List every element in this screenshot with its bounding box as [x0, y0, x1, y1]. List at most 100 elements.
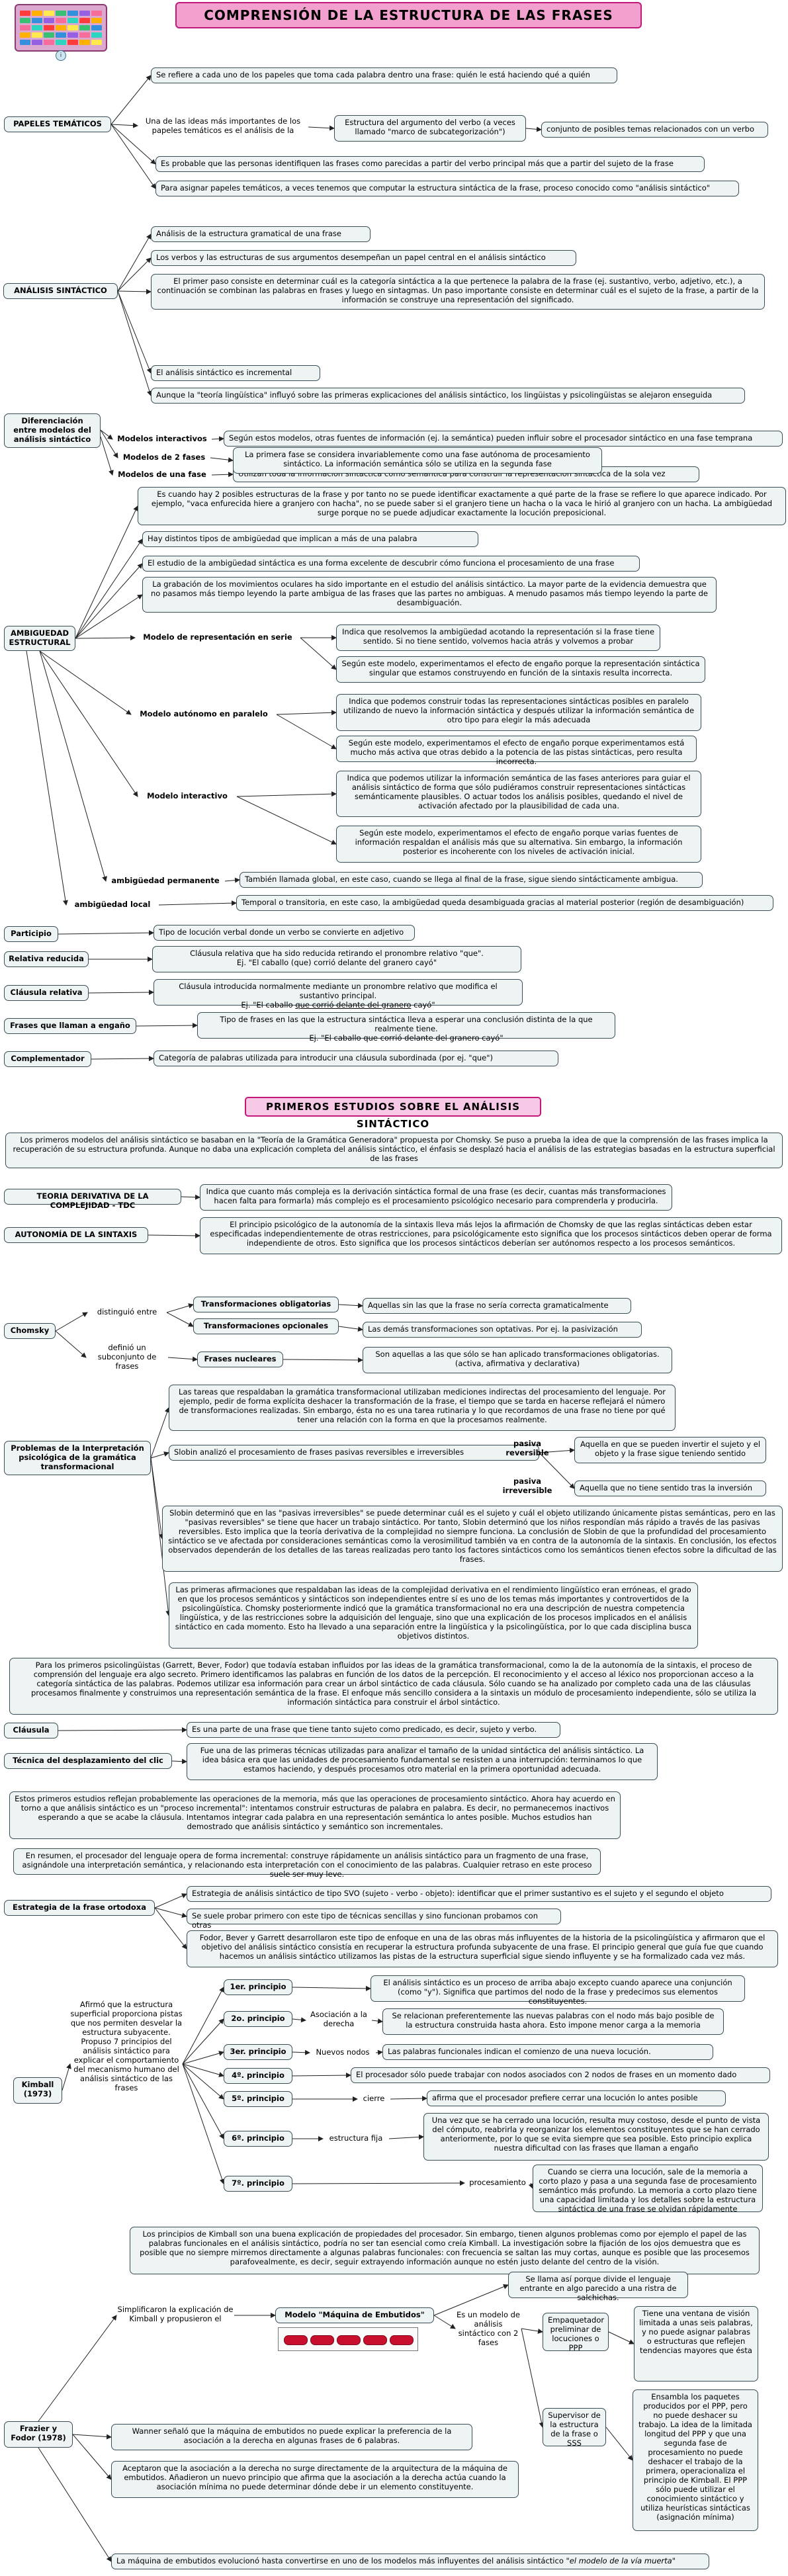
kimball-resumen[interactable]: Los principios de Kimball son una buena … [130, 2227, 760, 2274]
ortodoxa-tecnicas-sencillas[interactable]: Se suele probar primero con este tipo de… [187, 1909, 561, 1924]
kimball-principio-2[interactable]: 2o. principio [224, 2011, 292, 2027]
kimball-principio-3[interactable]: 3er. principio [224, 2044, 292, 2060]
estos-primeros-estudios[interactable]: Estos primeros estudios reflejan probabl… [9, 1791, 621, 1839]
analisis-teoria-linguistica[interactable]: Aunque la "teoría lingüística" influyó s… [151, 388, 745, 404]
transformaciones-opcionales-def[interactable]: Las demás transformaciones son optativas… [363, 1322, 642, 1338]
frases-engano-def[interactable]: Tipo de frases en las que la estructura … [197, 1012, 615, 1039]
frases-nucleares-def[interactable]: Son aquellas a las que sólo se han aplic… [363, 1347, 672, 1373]
clausula-def[interactable]: Es una parte de una frase que tiene tant… [187, 1722, 560, 1738]
ambiguedad-tipos[interactable]: Hay distintos tipos de ambigüedad que im… [142, 531, 478, 547]
transformaciones-obligatorias-def[interactable]: Aquellas sin las que la frase no sería c… [363, 1298, 631, 1314]
node-estrategia-frase-ortodoxa[interactable]: Estrategia de la frase ortodoxa [4, 1900, 155, 1916]
analisis-verbos[interactable]: Los verbos y las estructuras de sus argu… [151, 250, 576, 266]
node-clausula-relativa[interactable]: Cláusula relativa [4, 985, 89, 1001]
wanner[interactable]: Wanner señaló que la máquina de embutido… [111, 2424, 472, 2450]
modelos-interactivos-def[interactable]: Según estos modelos, otras fuentes de in… [224, 431, 783, 447]
kimball-principio-3-def[interactable]: Las palabras funcionales indican el comi… [382, 2044, 713, 2060]
node-autonomia-sintaxis[interactable]: AUTONOMÍA DE LA SINTAXIS [4, 1227, 148, 1243]
node-ambiguedad-estructural[interactable]: AMBIGUEDAD ESTRUCTURAL [4, 626, 75, 651]
logo-cell [44, 40, 54, 45]
node-analisis-sintactico[interactable]: ANÁLISIS SINTÁCTICO [3, 283, 118, 299]
primeros-psicolinguistas[interactable]: Para los primeros psicolingüistas (Garre… [9, 1658, 778, 1715]
transformaciones-opcionales[interactable]: Transformaciones opcionales [193, 1318, 339, 1334]
analisis-incremental[interactable]: El análisis sintáctico es incremental [151, 365, 320, 381]
kimball-principio-2-def[interactable]: Se relacionan preferentemente las nuevas… [382, 2008, 724, 2035]
info-icon[interactable]: i [56, 50, 66, 61]
complementador-def[interactable]: Categoría de palabras utilizada para int… [153, 1051, 558, 1066]
kimball-principio-6-def[interactable]: Una vez que se ha cerrado una locución, … [423, 2113, 769, 2161]
sss-def[interactable]: Ensambla los paquetes producidos por el … [633, 2389, 758, 2531]
clausula-relativa-def[interactable]: Cláusula introducida normalmente mediant… [153, 979, 523, 1006]
kimball-principio-4-def[interactable]: El procesador sólo puede trabajar con no… [351, 2067, 770, 2083]
conjunto-temas[interactable]: conjunto de posibles temas relacionados … [541, 122, 768, 138]
ambiguedad-definicion[interactable]: Es cuando hay 2 posibles estructuras de … [138, 487, 786, 525]
ppp[interactable]: Empaquetador preliminar de locuciones o … [543, 2313, 609, 2351]
autonomia-sintaxis-def[interactable]: El principio psicológico de la autonomía… [200, 1217, 782, 1254]
frases-nucleares[interactable]: Frases nucleares [197, 1352, 283, 1367]
kimball-principio-7-def[interactable]: Cuando se cierra una locución, sale de l… [533, 2165, 763, 2212]
sss[interactable]: Supervisor de la estructura de la frase … [543, 2408, 606, 2446]
ambiguedad-estudio[interactable]: El estudio de la ambigüedad sintáctica e… [142, 556, 640, 572]
modelo-interactivo-1[interactable]: Indica que podemos utilizar la informaci… [336, 771, 701, 817]
analisis-definicion[interactable]: Análisis de la estructura gramatical de … [151, 226, 371, 242]
kimball-principio-5-def[interactable]: afirma que el procesador prefiere cerrar… [427, 2090, 726, 2106]
problemas-slobin-conclusion[interactable]: Slobin determinó que en las "pasivas irr… [162, 1506, 783, 1572]
pasiva-reversible-def[interactable]: Aquella en que se pueden invertir el suj… [574, 1437, 766, 1463]
transformaciones-obligatorias[interactable]: Transformaciones obligatorias [193, 1297, 339, 1312]
tecnica-clic-def[interactable]: Fue una de las primeras técnicas utiliza… [187, 1743, 658, 1780]
node-tecnica-clic[interactable]: Técnica del desplazamiento del clic [4, 1753, 172, 1769]
ortodoxa-fodor-bever-garrett[interactable]: Fodor, Bever y Garrett desarrollaron est… [187, 1930, 778, 1967]
asociacion-derecha[interactable]: Aceptaron que la asociación a la derecha… [111, 2461, 519, 2498]
node-complementador[interactable]: Complementador [4, 1051, 91, 1067]
node-kimball[interactable]: Kimball (1973) [13, 2077, 62, 2104]
ppp-def[interactable]: Tiene una ventana de visión limitada a u… [634, 2306, 758, 2382]
node-papeles-tematicos[interactable]: PAPELES TEMÁTICOS [4, 116, 111, 132]
resumen-procesador[interactable]: En resumen, el procesador del lenguaje o… [13, 1848, 601, 1875]
node-relativa-reducida[interactable]: Relativa reducida [4, 951, 89, 967]
modelo-paralelo-1[interactable]: Indica que podemos construir todas las r… [336, 694, 701, 731]
node-problemas-interpretacion[interactable]: Problemas de la Interpretación psicológi… [4, 1441, 151, 1475]
modelo-interactivo-2[interactable]: Según este modelo, experimentamos el efe… [336, 826, 701, 863]
node-chomsky[interactable]: Chomsky [4, 1323, 56, 1339]
pasiva-irreversible-def[interactable]: Aquella que no tiene sentido tras la inv… [574, 1481, 766, 1496]
modelo-serie-2[interactable]: Según este modelo, experimentamos el efe… [336, 656, 705, 683]
problemas-afirmaciones[interactable]: Las primeras afirmaciones que respaldaba… [169, 1582, 698, 1649]
logo-cell [44, 11, 54, 16]
kimball-principio-1[interactable]: 1er. principio [224, 1979, 292, 1995]
node-clausula[interactable]: Cláusula [4, 1723, 58, 1739]
kimball-principio-4[interactable]: 4º. principio [224, 2068, 292, 2084]
via-muerta[interactable]: La máquina de embutidos evolucionó hasta… [111, 2554, 709, 2569]
modelo-serie-1[interactable]: Indica que resolvemos la ambigüedad acot… [336, 624, 660, 651]
node-frases-engano[interactable]: Frases que llaman a engaño [4, 1018, 136, 1034]
problemas-slobin[interactable]: Slobin analizó el procesamiento de frase… [169, 1445, 539, 1461]
primeros-modelos-intro[interactable]: Los primeros modelos del análisis sintác… [5, 1133, 783, 1168]
ambiguedad-local-def[interactable]: Temporal o transitoria, en este caso, la… [236, 895, 773, 911]
kimball-principio-1-def[interactable]: El análisis sintáctico es un proceso de … [371, 1975, 745, 2002]
analisis-primer-paso[interactable]: El primer paso consiste en determinar cu… [151, 274, 765, 310]
problemas-tareas[interactable]: Las tareas que respaldaban la gramática … [169, 1385, 676, 1431]
papeles-verbo-principal[interactable]: Es probable que las personas identifique… [155, 156, 705, 172]
ambiguedad-movimientos-oculares[interactable]: La grabación de los movimientos oculares… [142, 577, 717, 613]
embutidos-salchichas[interactable]: Se llama así porque divide el lenguaje e… [508, 2272, 688, 2298]
ortodoxa-svo[interactable]: Estrategia de análisis sintáctico de tip… [187, 1886, 771, 1902]
ambiguedad-permanente-def[interactable]: También llamada global, en este caso, cu… [240, 872, 703, 888]
logo-cell [56, 25, 66, 30]
papeles-analisis-sintactico[interactable]: Para asignar papeles temáticos, a veces … [155, 181, 739, 196]
node-diferenciacion-modelos[interactable]: Diferenciación entre modelos del análisi… [4, 413, 101, 448]
kimball-principio-5[interactable]: 5º. principio [224, 2091, 292, 2107]
modelos-dos-fases-def[interactable]: La primera fase se considera invariablem… [233, 447, 602, 474]
kimball-principio-7[interactable]: 7º. principio [224, 2176, 292, 2192]
tdc-def[interactable]: Indica que cuanto más compleja es la der… [200, 1184, 672, 1211]
label-pasiva-reversible: pasiva reversible [498, 1439, 557, 1460]
relativa-reducida-def[interactable]: Cláusula relativa que ha sido reducida r… [152, 946, 521, 972]
modelo-paralelo-2[interactable]: Según este modelo, experimentamos el efe… [336, 736, 697, 762]
connector-arrow [89, 992, 153, 993]
kimball-principio-6[interactable]: 6º. principio [224, 2131, 292, 2147]
papeles-definition[interactable]: Se refiere a cada uno de los papeles que… [151, 67, 617, 83]
node-tdc[interactable]: TEORIA DERIVATIVA DE LA COMPLEJIDAD - TD… [4, 1189, 181, 1205]
node-frazier-fodor[interactable]: Frazier y Fodor (1978) [4, 2421, 73, 2448]
modelo-maquina-embutidos[interactable]: Modelo "Máquina de Embutidos" [275, 2307, 434, 2323]
participio-def[interactable]: Tipo de locución verbal donde un verbo s… [153, 925, 415, 941]
node-participio[interactable]: Participio [4, 926, 58, 942]
estructura-argumento-verbo[interactable]: Estructura del argumento del verbo (a ve… [334, 115, 526, 142]
